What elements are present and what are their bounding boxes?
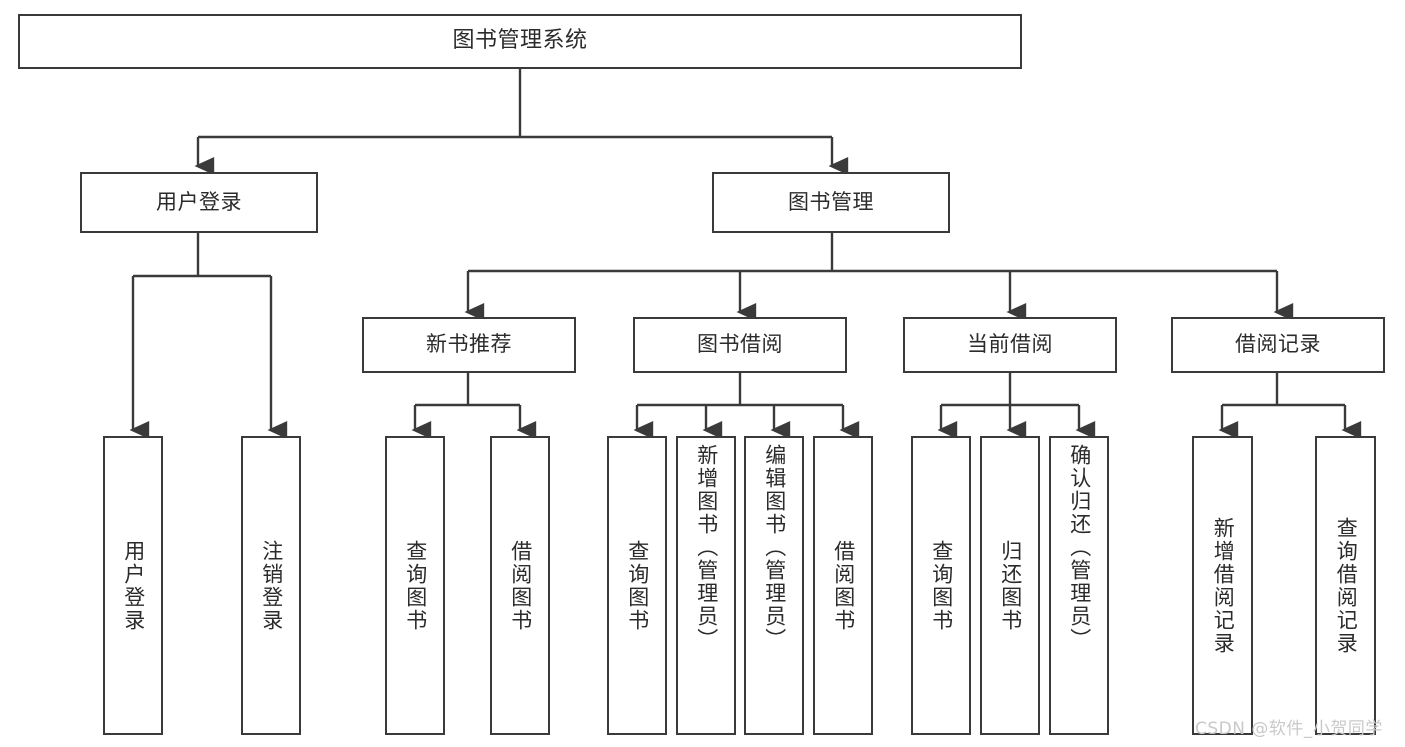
leaf-return-book[interactable]: 归还图书 — [980, 436, 1040, 735]
node-label: 用户登录 — [121, 539, 146, 632]
leaf-add-record[interactable]: 新增借阅记录 — [1192, 436, 1253, 735]
leaf-confirm-return[interactable]: 确认归还（管理员） — [1049, 436, 1109, 735]
node-label: 图书借阅 — [697, 332, 783, 357]
node-current-borrow[interactable]: 当前借阅 — [903, 317, 1117, 373]
node-label: 用户登录 — [156, 189, 242, 214]
leaf-query-book-3[interactable]: 查询图书 — [911, 436, 971, 735]
node-label: 借阅图书 — [831, 539, 856, 632]
node-label: 查询图书 — [929, 539, 954, 632]
node-label: 新增借阅记录 — [1211, 516, 1236, 655]
node-label: 注销登录 — [259, 539, 284, 632]
leaf-query-book-1[interactable]: 查询图书 — [385, 436, 445, 735]
leaf-borrow-book-1[interactable]: 借阅图书 — [490, 436, 550, 735]
node-new-book-recommend[interactable]: 新书推荐 — [362, 317, 576, 373]
node-label: 归还图书 — [998, 539, 1023, 632]
node-label: 查询借阅记录 — [1334, 516, 1359, 655]
node-book-borrow[interactable]: 图书借阅 — [633, 317, 847, 373]
node-label: 编辑图书（管理员） — [762, 444, 787, 651]
node-label: 当前借阅 — [967, 332, 1053, 357]
node-book-manage[interactable]: 图书管理 — [712, 172, 950, 233]
node-label: 新增图书（管理员） — [694, 444, 719, 651]
node-label: 借阅图书 — [508, 539, 533, 632]
node-label: 借阅记录 — [1235, 332, 1321, 357]
csdn-watermark: CSDN @软件_小贺同学 — [1195, 719, 1383, 739]
node-user-login[interactable]: 用户登录 — [80, 172, 318, 233]
leaf-edit-book[interactable]: 编辑图书（管理员） — [744, 436, 804, 735]
leaf-query-book-2[interactable]: 查询图书 — [607, 436, 667, 735]
leaf-borrow-book-2[interactable]: 借阅图书 — [813, 436, 873, 735]
leaf-add-book[interactable]: 新增图书（管理员） — [676, 436, 736, 735]
node-root-system[interactable]: 图书管理系统 — [18, 14, 1022, 69]
leaf-logout-login[interactable]: 注销登录 — [241, 436, 301, 735]
node-label: 新书推荐 — [426, 332, 512, 357]
leaf-user-login[interactable]: 用户登录 — [103, 436, 163, 735]
node-label: 查询图书 — [403, 539, 428, 632]
node-label: 图书管理 — [788, 189, 874, 214]
node-borrow-record[interactable]: 借阅记录 — [1171, 317, 1385, 373]
leaf-query-record[interactable]: 查询借阅记录 — [1315, 436, 1376, 735]
node-label: 查询图书 — [625, 539, 650, 632]
node-label: 图书管理系统 — [452, 28, 588, 54]
node-label: 确认归还（管理员） — [1067, 444, 1092, 651]
